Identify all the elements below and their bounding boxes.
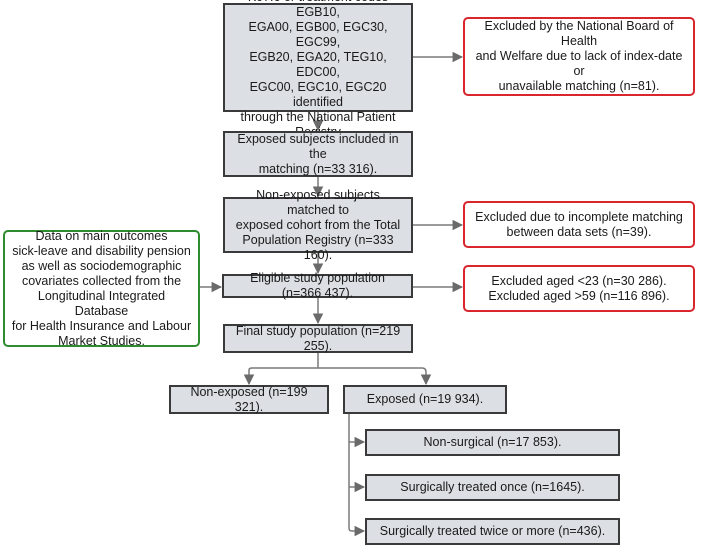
- final-population-text: Final study population (n=219 255).: [235, 323, 401, 353]
- eligible-population-text: Eligible study population (n=366 437).: [250, 271, 385, 300]
- surgical-once-text: Surgically treated once (n=1645).: [400, 480, 585, 494]
- non-exposed-text: Non-exposed (n=199 321).: [190, 384, 308, 414]
- exposed-subjects-box: Exposed subjects with ICD-10 code K07.6 …: [223, 0, 413, 154]
- surgical-twice-text: Surgically treated twice or more (n=436)…: [379, 524, 606, 538]
- included-matching-box: Exposed subjects included in the matchin…: [223, 131, 413, 177]
- subgroup-trunk: [348, 414, 353, 532]
- non-surgical-text: Non-surgical (n=17 853).: [423, 435, 562, 449]
- non-surgical-box: Non-surgical (n=17 853).: [365, 429, 620, 456]
- surgical-twice-box: Surgically treated twice or more (n=436)…: [365, 518, 620, 545]
- data-outcomes-text: Data on main outcomes sick-leave and dis…: [11, 228, 192, 348]
- data-outcomes-box: Data on main outcomes sick-leave and dis…: [3, 228, 200, 348]
- non-exposed-matched-text: Non-exposed subjects matched to exposed …: [235, 187, 401, 262]
- excluded-incomplete-box: Excluded due to incomplete matching betw…: [463, 201, 695, 248]
- excluded-incomplete-text: Excluded due to incomplete matching betw…: [475, 209, 683, 239]
- eligible-population-box: Eligible study population (n=366 437).: [222, 271, 413, 300]
- surgical-once-box: Surgically treated once (n=1645).: [365, 474, 620, 501]
- exposed-text: Exposed (n=19 934).: [366, 392, 484, 406]
- excluded-board-box: Excluded by the National Board of Health…: [463, 17, 695, 96]
- non-exposed-box: Non-exposed (n=199 321).: [169, 385, 329, 414]
- exposed-box: Exposed (n=19 934).: [343, 385, 507, 414]
- excluded-board-text: Excluded by the National Board of Health…: [475, 19, 683, 93]
- final-population-box: Final study population (n=219 255).: [223, 324, 413, 353]
- included-matching-text: Exposed subjects included in the matchin…: [237, 131, 399, 176]
- split-connector: [248, 353, 427, 373]
- non-exposed-matched-box: Non-exposed subjects matched to exposed …: [223, 188, 413, 262]
- excluded-aged-box: Excluded aged <23 (n=30 286). Excluded a…: [463, 265, 695, 312]
- excluded-aged-text: Excluded aged <23 (n=30 286). Excluded a…: [488, 273, 670, 303]
